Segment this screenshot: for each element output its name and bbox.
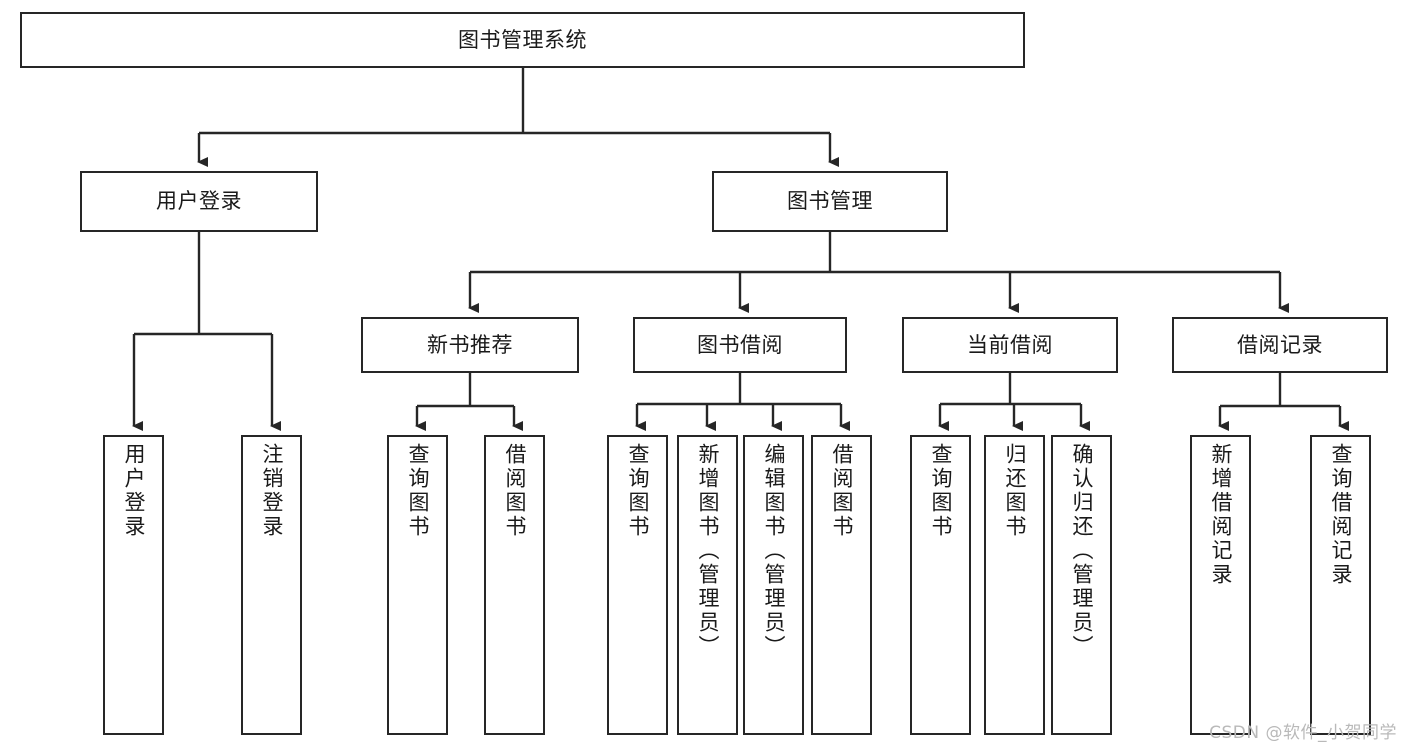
node-leaf-add-record[interactable]: 新增借阅记录 (1190, 435, 1251, 735)
node-book-borrow-label: 图书借阅 (697, 332, 783, 357)
node-current-borrow-label: 当前借阅 (967, 332, 1053, 357)
node-leaf-user-login[interactable]: 用户登录 (103, 435, 164, 735)
node-leaf-query-book-2-label: 查询图书 (626, 443, 650, 539)
node-book-manage-label: 图书管理 (787, 189, 873, 214)
node-book-borrow[interactable]: 图书借阅 (633, 317, 847, 373)
node-book-manage[interactable]: 图书管理 (712, 171, 948, 232)
node-leaf-query-book-2[interactable]: 查询图书 (607, 435, 668, 735)
node-leaf-query-book-3-label: 查询图书 (929, 443, 953, 539)
node-new-book-rec[interactable]: 新书推荐 (361, 317, 579, 373)
node-new-book-rec-label: 新书推荐 (427, 332, 513, 357)
node-leaf-add-book[interactable]: 新增图书（管理员） (677, 435, 738, 735)
node-leaf-confirm-return[interactable]: 确认归还（管理员） (1051, 435, 1112, 735)
node-leaf-user-logout-label: 注销登录 (260, 443, 284, 539)
node-borrow-record[interactable]: 借阅记录 (1172, 317, 1388, 373)
node-leaf-borrow-book-1-label: 借阅图书 (503, 443, 527, 539)
node-user-login-label: 用户登录 (156, 189, 242, 214)
node-root-label: 图书管理系统 (458, 27, 587, 52)
node-root[interactable]: 图书管理系统 (20, 12, 1025, 68)
node-leaf-confirm-return-label: 确认归还（管理员） (1070, 443, 1094, 659)
node-borrow-record-label: 借阅记录 (1237, 332, 1323, 357)
node-leaf-add-record-label: 新增借阅记录 (1209, 443, 1233, 587)
node-leaf-edit-book-label: 编辑图书（管理员） (762, 443, 786, 659)
node-leaf-borrow-book-1[interactable]: 借阅图书 (484, 435, 545, 735)
node-leaf-return-book-label: 归还图书 (1003, 443, 1027, 539)
node-leaf-borrow-book-2-label: 借阅图书 (830, 443, 854, 539)
node-leaf-query-record[interactable]: 查询借阅记录 (1310, 435, 1371, 735)
node-current-borrow[interactable]: 当前借阅 (902, 317, 1118, 373)
node-leaf-edit-book[interactable]: 编辑图书（管理员） (743, 435, 804, 735)
node-leaf-add-book-label: 新增图书（管理员） (696, 443, 720, 659)
node-leaf-query-record-label: 查询借阅记录 (1329, 443, 1353, 587)
node-leaf-user-login-label: 用户登录 (122, 443, 146, 539)
node-leaf-return-book[interactable]: 归还图书 (984, 435, 1045, 735)
node-leaf-query-book-1-label: 查询图书 (406, 443, 430, 539)
csdn-watermark: CSDN @软件_小贺同学 (1209, 723, 1397, 743)
node-leaf-query-book-1[interactable]: 查询图书 (387, 435, 448, 735)
node-leaf-borrow-book-2[interactable]: 借阅图书 (811, 435, 872, 735)
node-leaf-query-book-3[interactable]: 查询图书 (910, 435, 971, 735)
node-leaf-user-logout[interactable]: 注销登录 (241, 435, 302, 735)
node-user-login[interactable]: 用户登录 (80, 171, 318, 232)
